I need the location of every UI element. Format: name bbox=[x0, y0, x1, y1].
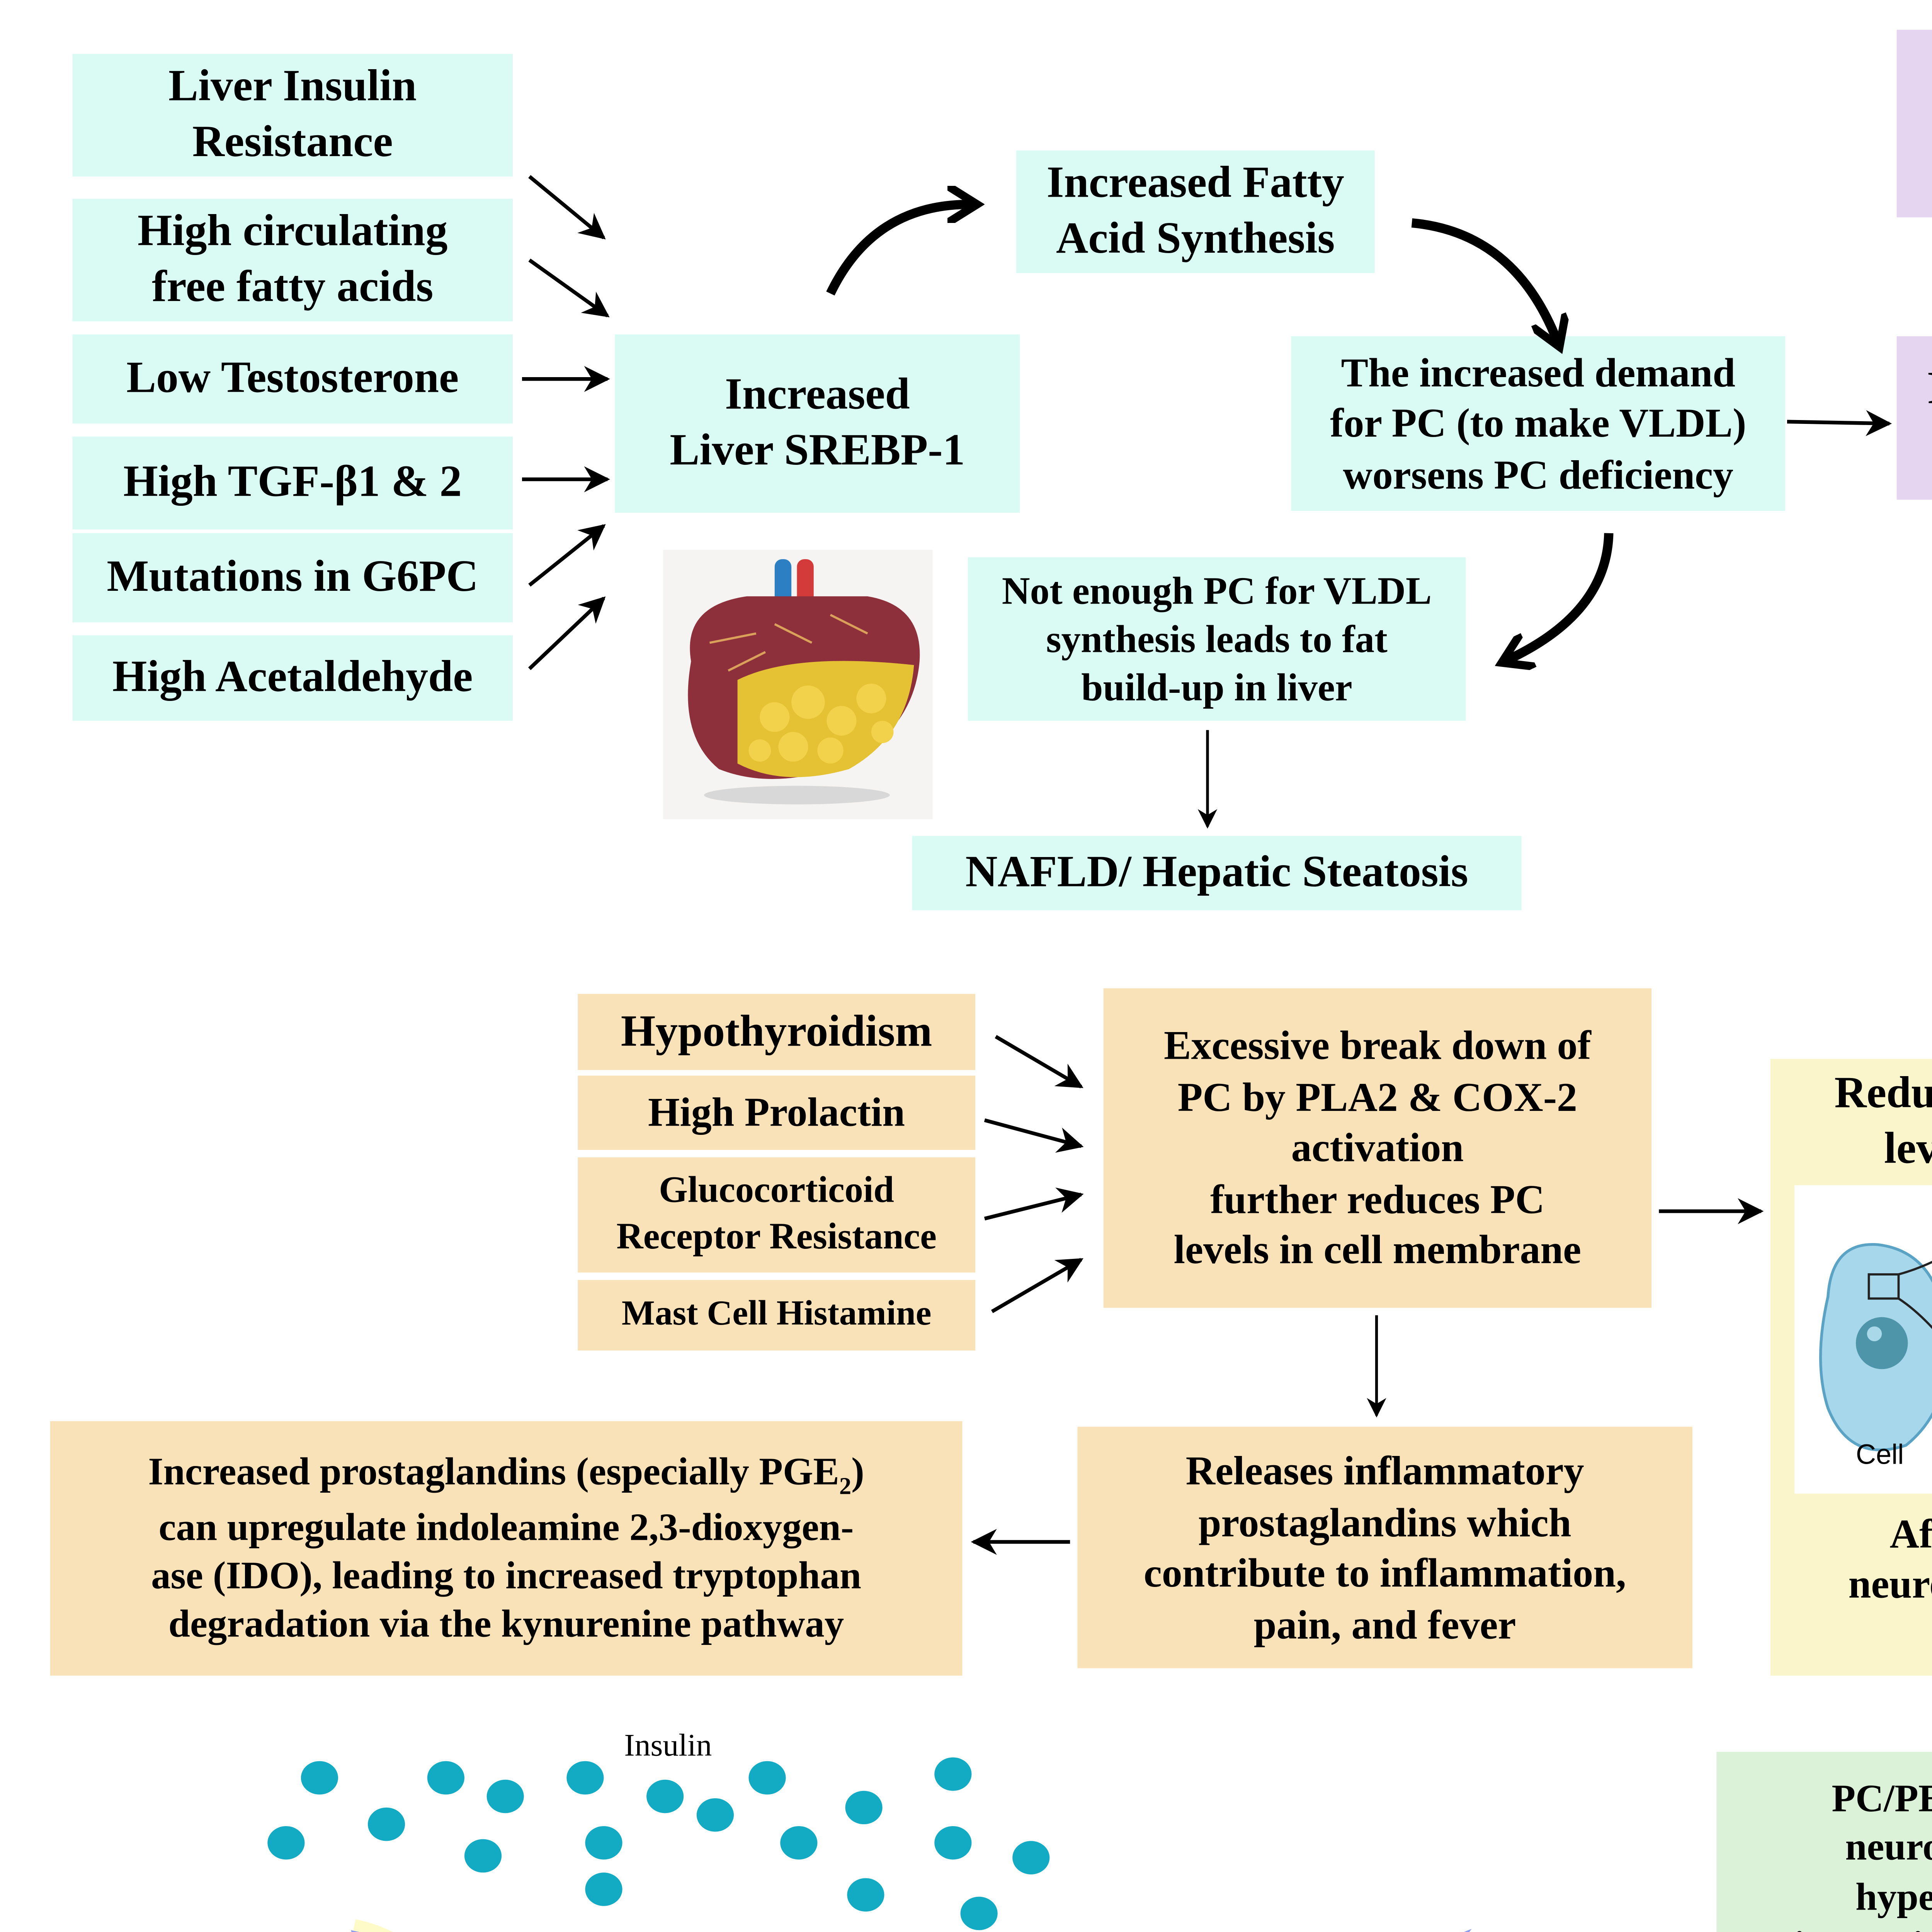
insulin-molecule bbox=[847, 1878, 884, 1912]
fatty-liver-image bbox=[663, 550, 933, 820]
input-high-ffa: High circulating free fatty acids bbox=[72, 199, 513, 321]
prostaglandins-line1: Increased prostaglandins (especially PGE… bbox=[148, 1449, 864, 1500]
pc-demand-box: The increased demand for PC (to make VLD… bbox=[1291, 336, 1786, 511]
cell-label: Cell bbox=[1855, 1439, 1904, 1471]
insulin-molecule bbox=[934, 1757, 972, 1791]
insulin-molecule bbox=[960, 1896, 998, 1930]
input-glucocorticoid-resistance: Glucocorticoid Receptor Resistance bbox=[578, 1157, 976, 1273]
srebp-box: Increased Liver SREBP-1 bbox=[615, 334, 1020, 513]
insulin-molecule bbox=[585, 1826, 622, 1860]
input-hypothyroidism: Hypothyroidism bbox=[578, 994, 976, 1070]
insulin-molecule bbox=[566, 1761, 604, 1795]
insulin-molecule bbox=[427, 1761, 464, 1795]
insulin-molecule bbox=[367, 1807, 405, 1841]
insulin-molecule bbox=[696, 1798, 734, 1832]
arrow-glucocorticoid bbox=[984, 1187, 1084, 1221]
membrane-affects-text: Affects cell membranes of neurons, immun… bbox=[1848, 1510, 1932, 1607]
arrow-fatty-acid-to-demand bbox=[1411, 218, 1557, 340]
arrow-demand-to-deficiency bbox=[1787, 410, 1892, 436]
insulin-molecule bbox=[267, 1826, 305, 1860]
arrow-g6pc bbox=[528, 524, 606, 587]
nafld-box: NAFLD/ Hepatic Steatosis bbox=[912, 836, 1522, 910]
pc-deficiency-box: Phosphatidylcholine (PC) Deficiency bbox=[1896, 336, 1932, 500]
input-liver-insulin-resistance: Liver Insulin Resistance bbox=[72, 54, 513, 177]
insulin-molecule bbox=[585, 1872, 622, 1906]
neuron-diagram bbox=[267, 1757, 1472, 1932]
arrow-ffa bbox=[528, 259, 610, 318]
input-low-testosterone: Low Testosterone bbox=[72, 334, 513, 424]
insulin-molecule bbox=[1012, 1841, 1050, 1874]
insulin-molecule bbox=[464, 1839, 502, 1873]
fatty-liver-icon bbox=[688, 559, 920, 804]
bilayer-figure: Cell Phospholipid bilayer (Cell membrane… bbox=[1794, 1185, 1932, 1494]
insulin-molecule bbox=[646, 1779, 684, 1813]
arrow-histamine bbox=[991, 1258, 1083, 1313]
arrow-acetaldehyde bbox=[528, 596, 606, 670]
membrane-title: Reduced phosphatidylcholine levels in ce… bbox=[1834, 1070, 1932, 1174]
phospholipid-bilayer-icon bbox=[1819, 1243, 1932, 1451]
fatty-acid-synthesis-box: Increased Fatty Acid Synthesis bbox=[1016, 150, 1375, 273]
input-g6pc-mutations: Mutations in G6PC bbox=[72, 533, 513, 622]
arrow-insulin-resistance bbox=[528, 175, 606, 240]
insulin-molecule bbox=[748, 1761, 786, 1795]
insulin-label: Insulin bbox=[624, 1728, 712, 1763]
arrow-demand-to-vldl bbox=[1509, 533, 1614, 660]
arrow-hypothyroidism bbox=[995, 1035, 1083, 1088]
insulin-molecule bbox=[486, 1779, 524, 1813]
reduced-pc-synthesis-box: Reduced Phosphatidylcholine (PC) Synthes… bbox=[1896, 29, 1932, 218]
prostaglandins-ido-box: Increased prostaglandins (especially PGE… bbox=[50, 1421, 963, 1676]
insulin-molecule bbox=[780, 1826, 818, 1860]
input-mast-cell-histamine: Mast Cell Histamine bbox=[578, 1280, 976, 1351]
insulin-molecule bbox=[934, 1826, 972, 1860]
insulin-molecule bbox=[301, 1761, 338, 1795]
input-high-acetaldehyde: High Acetaldehyde bbox=[72, 635, 513, 721]
arrow-prolactin bbox=[984, 1118, 1084, 1153]
inflammatory-box: Releases inflammatory prostaglandins whi… bbox=[1077, 1427, 1692, 1668]
arrow-srebp-to-fatty-acid bbox=[826, 204, 970, 296]
input-high-prolactin: High Prolactin bbox=[578, 1075, 976, 1150]
input-high-tgf-beta: High TGF-β1 & 2 bbox=[72, 436, 513, 530]
pc-breakdown-box: Excessive break down of PC by PLA2 & COX… bbox=[1103, 988, 1652, 1308]
insulin-molecule bbox=[845, 1791, 883, 1825]
vldl-box: Not enough PC for VLDL synthesis leads t… bbox=[968, 557, 1466, 721]
prostaglandins-rest: can upregulate indoleamine 2,3-dioxygen-… bbox=[151, 1504, 862, 1647]
pc-pe-imbalance-box: PC/PE imbalance in noradrenergic neurona… bbox=[1716, 1752, 1932, 1932]
